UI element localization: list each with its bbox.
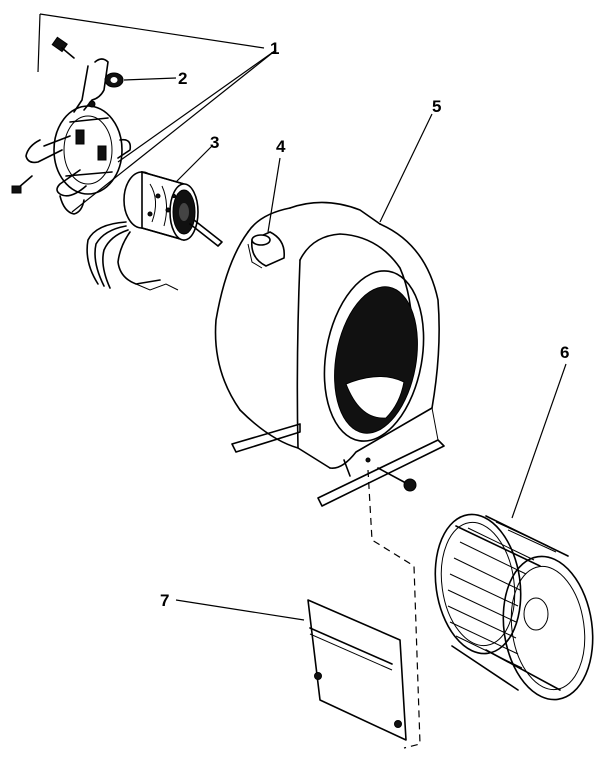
callout-1: 1	[270, 39, 279, 58]
housing-screw	[365, 457, 417, 492]
callout-4: 4	[276, 137, 286, 156]
callout-2: 2	[178, 69, 187, 88]
motor-mount-bracket	[11, 36, 132, 215]
alignment-dashed-line	[367, 469, 421, 749]
part-6-blower-wheel	[434, 513, 594, 701]
bracket-bolt-bottom	[11, 175, 33, 194]
callout-6: 6	[560, 343, 569, 362]
callout-5: 5	[432, 97, 441, 116]
part-3-motor	[86, 170, 223, 291]
callout-7: 7	[160, 591, 169, 610]
part-7-cutoff-plate	[307, 599, 407, 741]
part-2-nut	[104, 72, 124, 88]
leader-lines	[37, 13, 567, 621]
part-5-blower-housing	[214, 201, 445, 507]
callout-3: 3	[210, 133, 219, 152]
part-4-capacitor	[247, 231, 286, 269]
bracket-bolt-top	[51, 36, 75, 59]
